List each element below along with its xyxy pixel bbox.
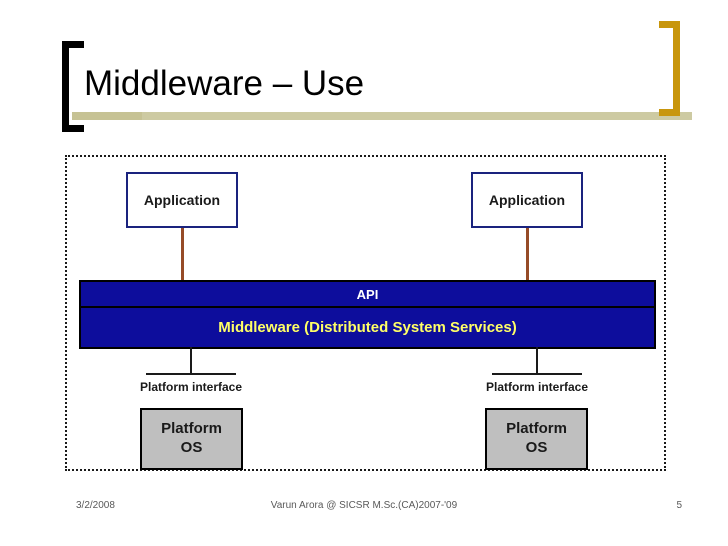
platform-os-line2: OS [180, 439, 203, 456]
platform-interface-label-right: Platform interface [485, 380, 589, 394]
application-box-left: Application [126, 172, 238, 228]
platform-os-box-right: Platform OS [485, 408, 588, 470]
footer-attribution: Varun Arora @ SICSR M.Sc.(CA)2007-'09 [270, 500, 458, 511]
footer-page-number: 5 [676, 500, 682, 511]
platform-os-box-left: Platform OS [140, 408, 243, 470]
title-rule-accent [72, 112, 142, 120]
connector-platform-horizontal-right [492, 373, 582, 375]
diagram-container [65, 155, 666, 471]
connector-platform-vertical-left [190, 347, 192, 373]
left-bracket-decoration [62, 41, 84, 132]
footer-date: 3/2/2008 [76, 500, 115, 511]
page-title: Middleware – Use [84, 64, 365, 103]
platform-os-line1: Platform [506, 420, 567, 438]
connector-platform-horizontal-left [146, 373, 236, 375]
connector-app-left [181, 228, 184, 281]
application-box-right: Application [471, 172, 583, 228]
connector-app-right [526, 228, 529, 281]
platform-os-line1: Platform [161, 420, 222, 438]
middleware-bar: Middleware (Distributed System Services) [81, 308, 654, 347]
title-rule [72, 112, 692, 120]
middleware-stack: API Middleware (Distributed System Servi… [79, 280, 656, 349]
platform-interface-label-left: Platform interface [139, 380, 243, 394]
platform-os-line2: OS [525, 439, 548, 456]
right-bracket-decoration [659, 21, 680, 116]
connector-platform-vertical-right [536, 347, 538, 373]
api-bar: API [81, 282, 654, 308]
